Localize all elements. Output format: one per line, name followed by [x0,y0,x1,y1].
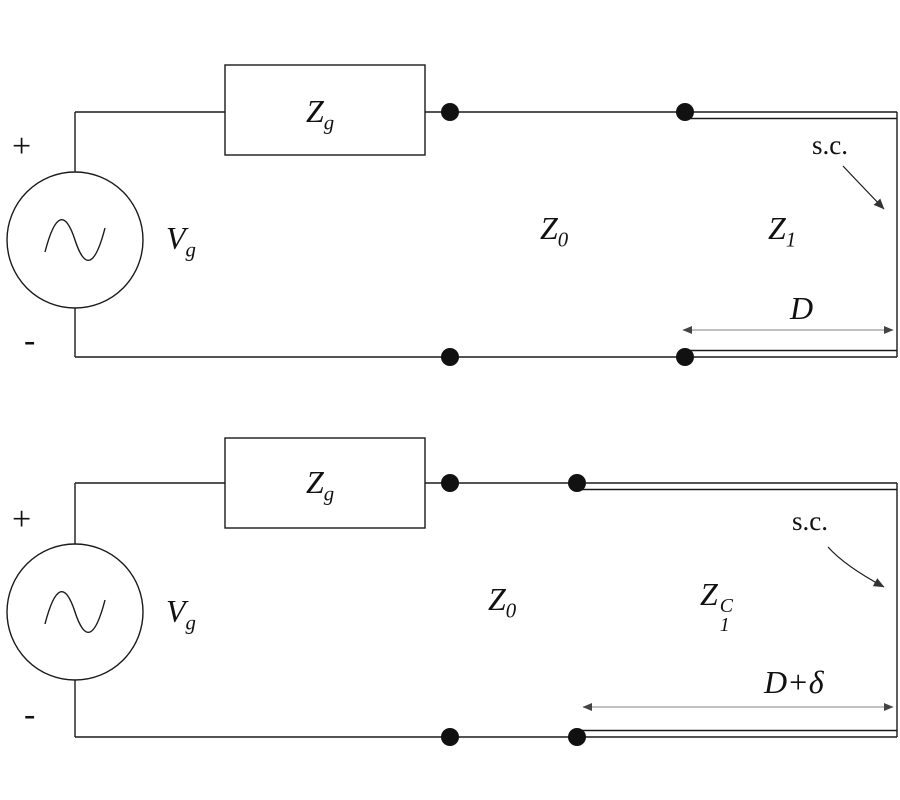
source-plus-sign: + [12,501,32,538]
label-sub: 0 [557,228,569,252]
node-dot [441,474,459,492]
sc-pointer-arrow [842,165,885,210]
label-base: Z [488,581,506,617]
generator-impedance-box [224,64,426,156]
distance-label: D [790,290,814,326]
source-plus-sign: + [12,128,32,165]
stub-impedance-label: Z1 [768,212,796,251]
source-minus-sign: - [24,696,36,733]
label-sup: C [719,594,734,617]
label-base: V [166,220,186,256]
node-dot [441,348,459,366]
node-dot [568,728,586,746]
circuit-bottom [6,437,898,746]
label-base: Z [306,464,324,500]
label-sub: g [323,111,335,135]
generator-impedance-label: Zg [306,466,334,505]
sine-wave-icon [44,219,106,261]
sine-wave-icon [44,591,106,633]
line-impedance-label: Z0 [540,212,568,251]
source-minus-sign: - [24,322,36,359]
generator-impedance-label: Zg [306,95,334,134]
label-sub: 1 [785,228,797,252]
label-base: Z [540,210,558,246]
source-voltage-label: Vg [166,222,196,261]
distance-label: D+δ [764,664,824,700]
line-impedance-label: Z0 [488,583,516,622]
node-dot [676,103,694,121]
label-sub: 1 [719,613,730,636]
label-base: Z [306,93,324,129]
label-sub: g [185,238,196,262]
label-sub: 0 [505,599,517,623]
node-dot [441,728,459,746]
short-circuit-label: s.c. [812,130,848,160]
short-circuit-label: s.c. [792,506,828,536]
circuit-top [6,64,898,366]
source-voltage-label: Vg [166,595,196,634]
node-dot [676,348,694,366]
sc-pointer-arrow [827,546,885,588]
node-dot [441,103,459,121]
label-sub: g [323,482,335,506]
label-base: Z [700,576,718,612]
label-sub: g [185,611,196,635]
node-dot [568,474,586,492]
label-base: V [166,593,186,629]
label-base: Z [768,210,786,246]
